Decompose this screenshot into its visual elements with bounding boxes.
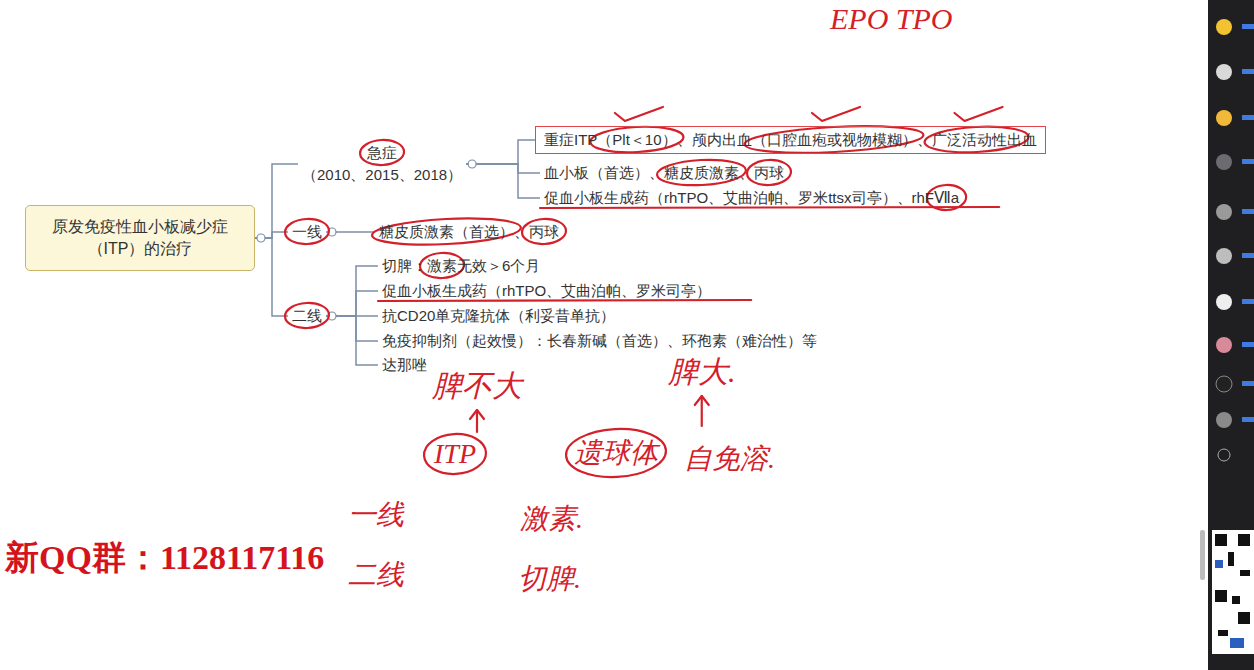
avatar — [1216, 294, 1232, 310]
topic-text: 血小板（首选）、糖皮质激素、丙球 — [544, 163, 784, 183]
status-tag — [1242, 381, 1254, 386]
qr-block — [1215, 590, 1227, 602]
collapse-dot — [257, 234, 265, 242]
topic-text: 一线 — [292, 222, 322, 242]
avatar — [1216, 337, 1232, 353]
subtopic: 糖皮质激素（首选）、丙球 — [375, 220, 563, 244]
avatar — [1216, 204, 1232, 220]
avatar — [1216, 412, 1232, 428]
scrollbar — [1200, 530, 1205, 580]
topic-text: 促血小板生成药（rhTPO、艾曲泊帕、罗米ttsx司亭）、rhFⅦa — [544, 188, 959, 208]
subtopic: 切脾：激素无效＞6个月 — [378, 254, 544, 278]
subtopic: 达那唑 — [378, 353, 431, 377]
status-tag — [1242, 209, 1254, 214]
branch-connector — [255, 238, 288, 316]
status-tag — [1242, 253, 1254, 258]
topic-text: 急症 — [302, 142, 462, 164]
topic-text: 免疫抑制剂（起效慢）：长春新碱（首选）、环孢素（难治性）等 — [382, 331, 817, 351]
avatar — [1216, 248, 1232, 264]
handwritten-note: 二线 — [348, 556, 404, 594]
qr-block — [1215, 534, 1227, 546]
subtopic: 血小板（首选）、糖皮质激素、丙球 — [540, 161, 788, 185]
handwritten-note: 遗球体 — [574, 434, 658, 472]
qr-block — [1240, 570, 1250, 576]
qr-block — [1228, 552, 1234, 566]
avatar — [1216, 19, 1232, 35]
branch-connector — [326, 266, 378, 316]
status-tag — [1242, 69, 1254, 74]
topic-text: 原发免疫性血小板减少症（ITP）的治疗 — [38, 216, 242, 260]
qr-block — [1238, 612, 1250, 624]
hand-circle — [423, 432, 487, 475]
qr-block — [1232, 596, 1240, 604]
avatar-list — [1216, 19, 1232, 461]
handwritten-note: 一线 — [348, 496, 404, 534]
subtopic: 促血小板生成药（rhTPO、艾曲泊帕、罗米ttsx司亭）、rhFⅦa — [540, 186, 963, 210]
hand-arrow — [695, 396, 709, 405]
topic-text: 抗CD20单克隆抗体（利妥昔单抗） — [382, 306, 615, 326]
topic-text: 二线 — [292, 306, 322, 326]
hand-tick — [615, 107, 663, 121]
hand-circle — [565, 426, 667, 479]
hand-tick — [955, 107, 1003, 121]
status-tag — [1242, 115, 1254, 120]
handwritten-note: 自免溶. — [684, 440, 775, 478]
branch-topic: 急症（2010、2015、2018） — [298, 140, 466, 188]
hand-tick — [812, 107, 860, 121]
group-number-note: 新QQ群：1128117116 — [5, 535, 324, 581]
qr-code — [1212, 530, 1254, 654]
topic-text: 促血小板生成药（rhTPO、艾曲泊帕、罗米司亭） — [382, 281, 711, 301]
handwritten-note: EPO TPO — [830, 2, 953, 36]
avatar — [1218, 449, 1230, 461]
hand-circle — [284, 218, 329, 245]
handwritten-note: 切脾. — [518, 560, 581, 598]
topic-text: 糖皮质激素（首选）、丙球 — [379, 222, 559, 242]
sidebar-panel — [1208, 0, 1254, 670]
branch-connector — [326, 316, 378, 365]
qr-ground — [1212, 530, 1254, 654]
branch-connector — [466, 140, 535, 164]
topic-text: 达那唑 — [382, 355, 427, 375]
avatar — [1216, 110, 1232, 126]
handwritten-note: 激素. — [520, 500, 583, 538]
hand-arrow — [476, 410, 478, 432]
branch-connector — [255, 164, 298, 238]
collapse-dot — [468, 160, 476, 168]
topic-text: 切脾：激素无效＞6个月 — [382, 256, 540, 276]
handwritten-note: ITP — [434, 438, 476, 470]
qr-block — [1238, 534, 1250, 546]
branch-connector — [466, 164, 540, 198]
root-topic: 原发免疫性血小板减少症（ITP）的治疗 — [25, 205, 255, 271]
avatar — [1216, 376, 1232, 392]
topic-text: （2010、2015、2018） — [302, 164, 462, 186]
status-tag — [1242, 24, 1254, 29]
hand-arrow — [470, 410, 484, 419]
branch-connector — [466, 164, 540, 173]
qr-block — [1218, 630, 1228, 636]
avatar — [1216, 154, 1232, 170]
subtopic: 免疫抑制剂（起效慢）：长春新碱（首选）、环孢素（难治性）等 — [378, 329, 821, 353]
handwritten-note: 脾大. — [668, 352, 736, 393]
topic-text: 重症ITP（Plt＜10）、颅内出血（口腔血疱或视物模糊）、广泛活动性出血 — [544, 129, 1037, 151]
avatar — [1216, 64, 1232, 80]
handwritten-note: 脾不大 — [432, 366, 522, 407]
status-tag — [1242, 342, 1254, 347]
subtopic: 促血小板生成药（rhTPO、艾曲泊帕、罗米司亭） — [378, 279, 715, 303]
hand-underline — [540, 207, 999, 208]
qr-block — [1230, 638, 1244, 648]
branch-topic: 一线 — [288, 220, 326, 244]
hand-arrow — [701, 396, 703, 426]
status-tags — [1242, 24, 1254, 422]
hand-circle — [284, 302, 329, 329]
status-tag — [1242, 159, 1254, 164]
hand-underline — [378, 300, 751, 301]
qr-block — [1215, 560, 1223, 568]
subtopic: 抗CD20单克隆抗体（利妥昔单抗） — [378, 304, 619, 328]
highlighted-topic: 重症ITP（Plt＜10）、颅内出血（口腔血疱或视物模糊）、广泛活动性出血 — [535, 126, 1046, 154]
status-tag — [1242, 417, 1254, 422]
status-tag — [1242, 299, 1254, 304]
branch-topic: 二线 — [288, 304, 326, 328]
